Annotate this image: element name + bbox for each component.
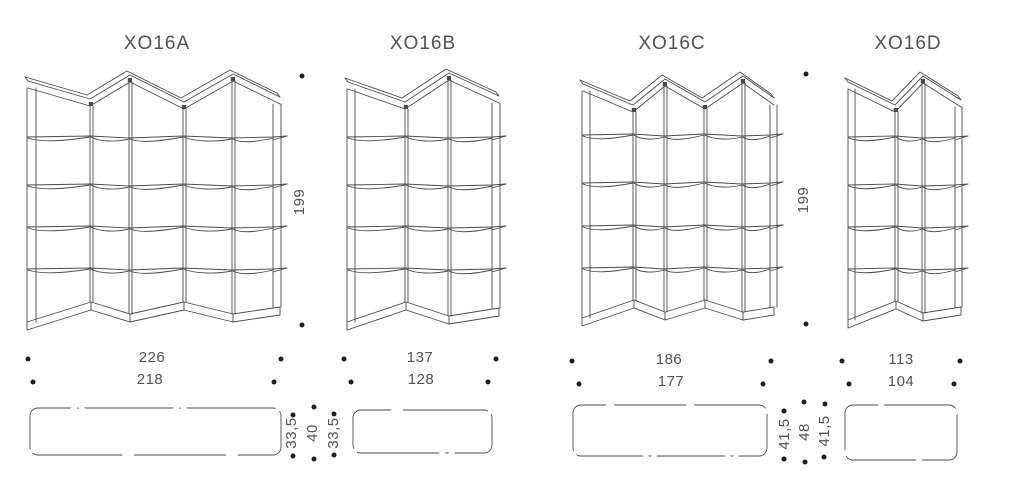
plan-view-drawing-xo16d	[838, 402, 963, 463]
dimension-dot	[25, 356, 31, 362]
dimension-dot	[951, 381, 957, 387]
dimension-dot	[331, 411, 337, 417]
dimension-dot	[803, 71, 809, 77]
product-title-xo16c: XO16C	[638, 33, 706, 54]
dimension-dot	[781, 456, 787, 462]
dimension-dot	[569, 358, 575, 364]
dim-width-inner-xo16c: 177	[657, 373, 685, 390]
dimension-dot	[290, 453, 296, 459]
dimension-dot	[802, 459, 808, 465]
dim-depth-xo16b: 33,5	[325, 417, 342, 449]
dim-height-xo16cd: 199	[795, 186, 812, 214]
dim-width-total-xo16c: 186	[655, 351, 683, 368]
plan-view-drawing-xo16b	[345, 403, 497, 462]
dim-depth-total-cd: 48	[796, 423, 813, 441]
dimension-dot	[576, 381, 582, 387]
dim-width-total-xo16b: 137	[406, 349, 434, 366]
dim-depth-xo16a: 33,5	[283, 417, 300, 449]
dimension-dot	[801, 399, 807, 405]
product-title-xo16d: XO16D	[874, 33, 942, 54]
plan-view-drawing-xo16c	[566, 399, 775, 466]
dimension-dot	[768, 358, 774, 364]
dimension-dot	[822, 401, 828, 407]
dim-depth-xo16d: 41,5	[816, 415, 833, 447]
dimension-dot	[299, 73, 305, 79]
dim-width-inner-xo16d: 104	[887, 373, 915, 390]
dimension-dot	[803, 321, 809, 327]
dimension-dot	[271, 379, 277, 385]
dim-width-inner-xo16b: 128	[407, 371, 435, 388]
front-view-drawing-xo16a	[24, 69, 288, 331]
dimension-dot	[348, 379, 354, 385]
dim-width-inner-xo16a: 218	[136, 371, 164, 388]
dimension-dot	[278, 356, 284, 362]
front-view-drawing-xo16d	[844, 71, 969, 329]
dimension-dot	[331, 452, 337, 458]
dim-height-xo16ab: 199	[291, 188, 308, 216]
dimension-dot	[781, 408, 787, 414]
dimension-dot	[311, 404, 317, 410]
product-title-xo16b: XO16B	[389, 33, 457, 54]
dimension-dot	[299, 322, 305, 328]
dimension-dot	[821, 454, 827, 460]
dim-width-total-xo16d: 113	[888, 351, 914, 368]
front-view-drawing-xo16b	[344, 68, 507, 331]
dimension-dot	[846, 381, 852, 387]
plan-view-drawing-xo16a	[21, 400, 287, 462]
dimension-dot	[341, 356, 347, 362]
front-view-drawing-xo16c	[579, 71, 784, 327]
dim-width-total-xo16a: 226	[138, 349, 166, 366]
dim-depth-xo16c: 41,5	[776, 418, 793, 450]
dimension-dot	[839, 358, 845, 364]
dimension-dot	[957, 358, 963, 364]
dimension-dot	[290, 412, 296, 418]
product-title-xo16a: XO16A	[123, 33, 191, 54]
dimension-dot	[30, 379, 36, 385]
dimension-dot	[485, 379, 491, 385]
dimension-dot	[760, 381, 766, 387]
dimension-dot	[493, 356, 499, 362]
dim-depth-total-ab: 40	[304, 424, 321, 442]
dimension-dot	[311, 456, 317, 462]
